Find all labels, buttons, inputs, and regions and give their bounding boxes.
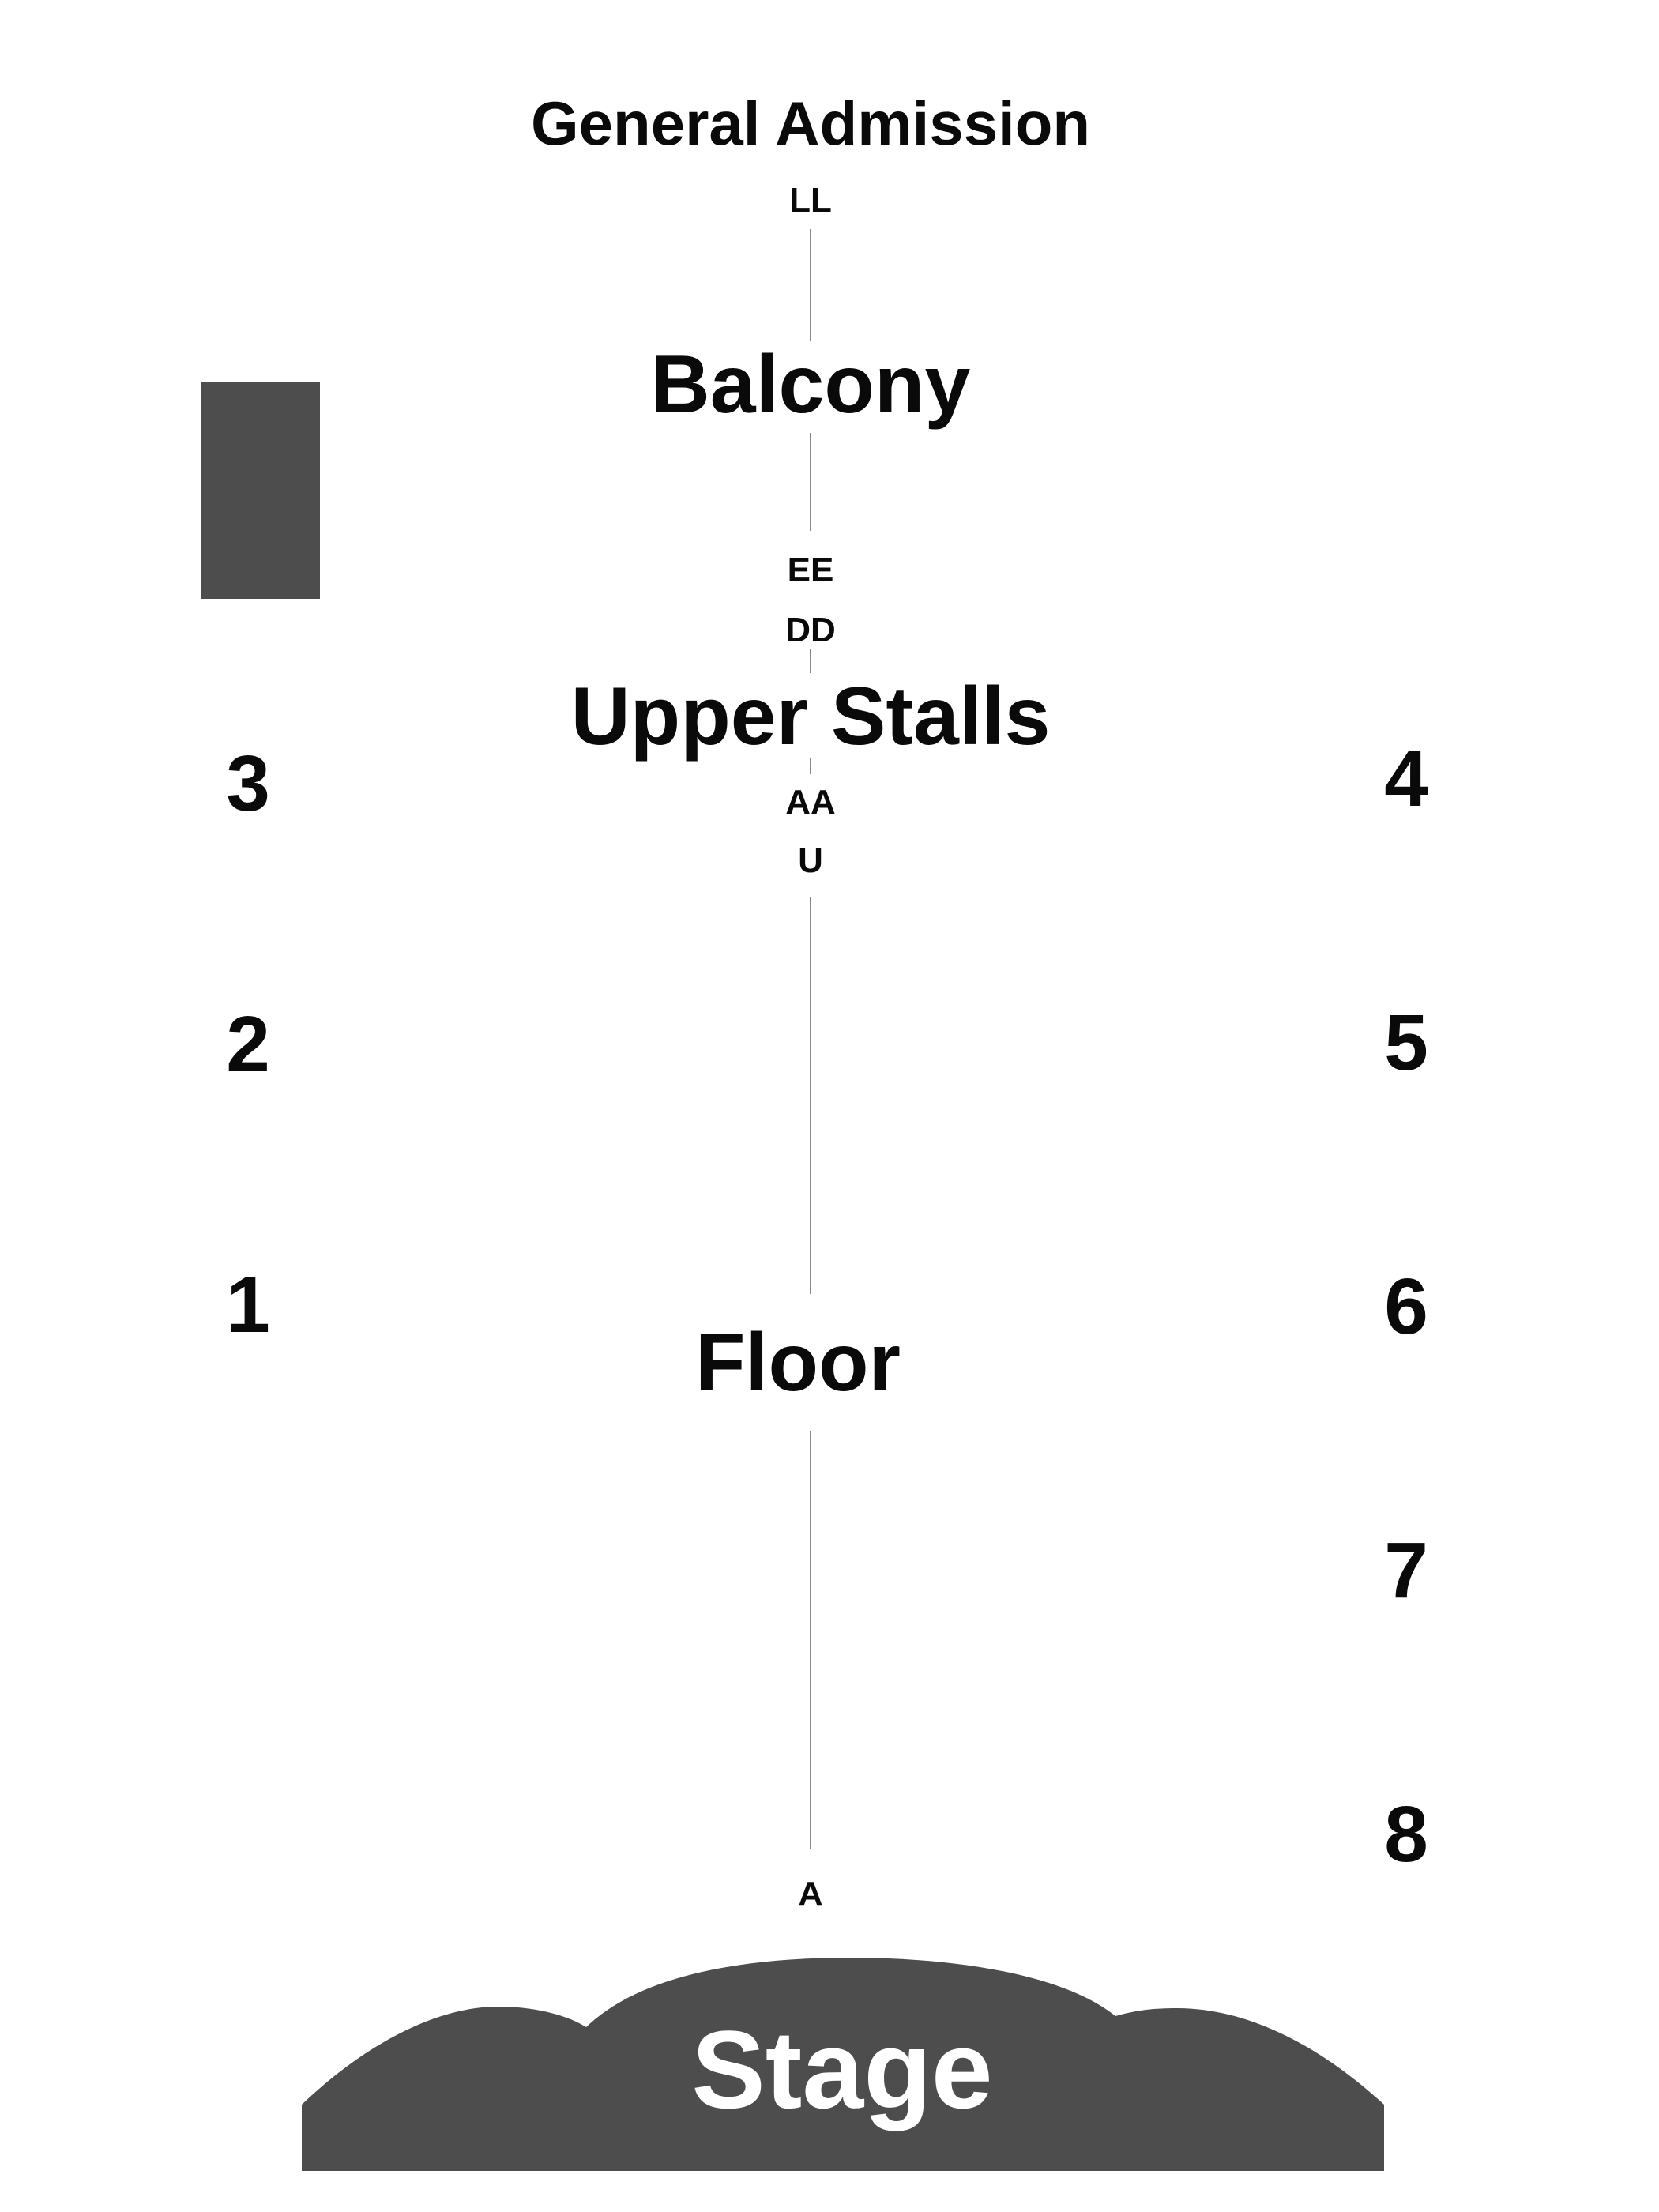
side-number-6[interactable]: 6 <box>1384 1262 1428 1351</box>
side-number-4[interactable]: 4 <box>1384 735 1428 823</box>
side-number-3[interactable]: 3 <box>226 739 270 828</box>
side-number-2[interactable]: 2 <box>226 1000 270 1089</box>
box-seating-block[interactable] <box>201 382 320 599</box>
section-floor[interactable]: Floor <box>695 1317 901 1409</box>
side-number-7[interactable]: 7 <box>1384 1526 1428 1615</box>
row-label-u: U <box>798 841 823 880</box>
side-number-1[interactable]: 1 <box>226 1261 270 1349</box>
stage-label: Stage <box>691 2007 992 2131</box>
stage-shape <box>302 1958 1384 2171</box>
row-label-aa: AA <box>785 783 836 822</box>
row-label-ll: LL <box>789 181 832 220</box>
general-admission-label: General Admission <box>531 88 1090 158</box>
section-balcony[interactable]: Balcony <box>651 339 971 431</box>
side-number-5[interactable]: 5 <box>1384 999 1428 1087</box>
row-label-ee: EE <box>788 551 834 589</box>
row-label-a: A <box>798 1875 823 1913</box>
row-label-dd: DD <box>785 611 836 649</box>
side-number-8[interactable]: 8 <box>1384 1790 1428 1879</box>
section-upper-stalls[interactable]: Upper Stalls <box>571 671 1051 762</box>
